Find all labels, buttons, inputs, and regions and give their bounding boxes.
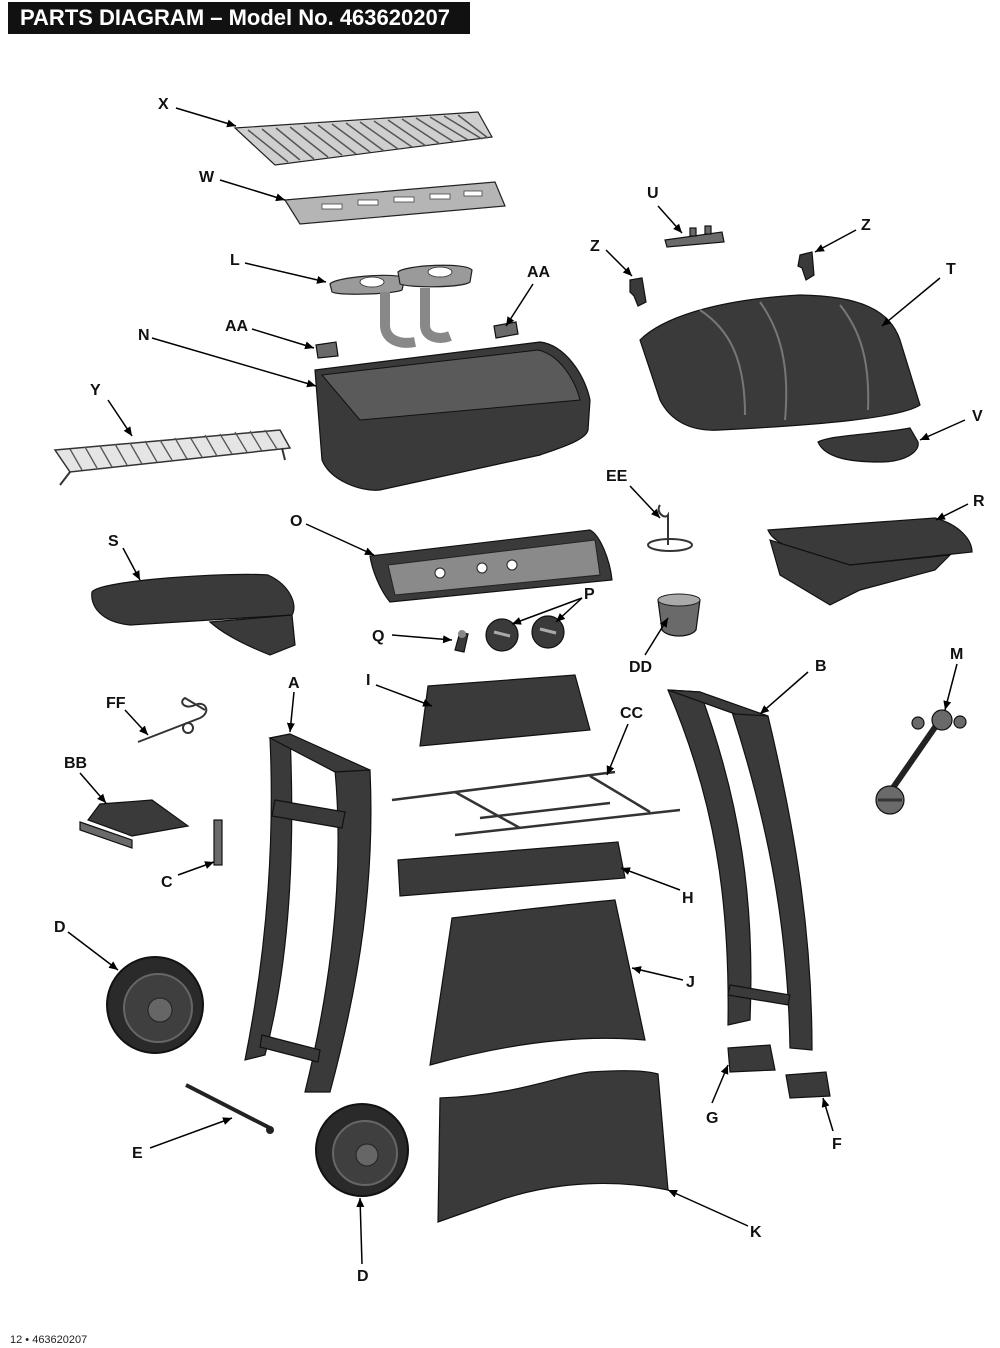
part-f-foot — [785, 1071, 831, 1099]
label-q: Q — [372, 628, 384, 645]
part-k-panel — [437, 1070, 669, 1223]
label-m: M — [950, 646, 963, 663]
label-d-bottom: D — [357, 1268, 369, 1285]
label-j: J — [686, 974, 695, 991]
part-w-heat-plate — [283, 181, 506, 225]
leader-arrows — [67, 107, 969, 1265]
part-o-control-panel — [369, 529, 613, 603]
part-r-right-shelf — [767, 517, 973, 606]
label-dd: DD — [629, 659, 652, 676]
label-h: H — [682, 890, 694, 907]
part-g-foot — [727, 1044, 776, 1073]
part-y-warming-rack — [53, 429, 292, 486]
part-ff-tool — [137, 696, 208, 743]
page-footer: 12 • 463620207 — [10, 1334, 88, 1346]
part-s-left-shelf — [91, 573, 296, 656]
label-a: A — [288, 675, 300, 692]
label-l: L — [230, 252, 240, 269]
part-p-knobs — [485, 615, 565, 652]
part-m-regulator — [875, 709, 967, 815]
label-z-left: Z — [590, 238, 600, 255]
label-x: X — [158, 96, 169, 113]
part-x-cooking-grate — [233, 111, 493, 166]
part-z-hinge-left — [629, 277, 647, 307]
part-aa-bracket-left — [315, 341, 339, 359]
label-s: S — [108, 533, 119, 550]
part-dd-grease-cup — [657, 593, 701, 637]
page-title: PARTS DIAGRAM – Model No. 463620207 — [8, 2, 470, 34]
label-p: P — [584, 586, 595, 603]
part-h-panel — [397, 841, 626, 897]
label-t: T — [946, 261, 956, 278]
part-a-left-frame — [244, 733, 372, 1093]
label-f: F — [832, 1136, 842, 1153]
label-d-left: D — [54, 919, 66, 936]
part-d-wheel-left — [106, 956, 204, 1054]
part-j-panel — [429, 899, 646, 1066]
part-u-bracket — [664, 225, 725, 248]
part-q-igniter — [454, 630, 469, 653]
label-k: K — [750, 1224, 762, 1241]
label-e: E — [132, 1145, 143, 1162]
label-r: R — [973, 493, 985, 510]
part-labels: X W U Z Z T L AA AA N Y V EE O R S P Q D… — [54, 96, 985, 1285]
label-n: N — [138, 327, 150, 344]
part-aa-bracket-right — [493, 321, 519, 339]
label-cc: CC — [620, 705, 644, 722]
part-n-firebox — [314, 341, 591, 491]
label-v: V — [972, 408, 983, 425]
part-e-axle — [185, 1083, 274, 1134]
part-bb-plate — [79, 799, 190, 849]
label-ee: EE — [606, 468, 628, 485]
part-d-wheel-right — [315, 1103, 409, 1197]
label-aa-right: AA — [527, 264, 551, 281]
label-w: W — [199, 169, 215, 186]
label-u: U — [647, 185, 659, 202]
part-c-bracket — [213, 819, 223, 866]
label-y: Y — [90, 382, 101, 399]
label-z-right: Z — [861, 217, 871, 234]
label-b: B — [815, 658, 827, 675]
part-z-hinge-right — [797, 251, 815, 281]
part-b-right-frame — [667, 689, 813, 1051]
part-t-lid — [639, 294, 921, 431]
part-v-handle — [817, 427, 919, 463]
label-ff: FF — [106, 695, 126, 712]
label-i: I — [366, 672, 370, 689]
part-i-front-panel — [419, 674, 591, 747]
label-aa-left: AA — [225, 318, 249, 335]
label-o: O — [290, 513, 302, 530]
label-g: G — [706, 1110, 718, 1127]
part-ee-tool-hook — [647, 504, 693, 552]
part-cc-wire-rack — [391, 770, 681, 837]
part-l-burner — [329, 264, 473, 348]
label-c: C — [161, 874, 173, 891]
label-bb: BB — [64, 755, 87, 772]
